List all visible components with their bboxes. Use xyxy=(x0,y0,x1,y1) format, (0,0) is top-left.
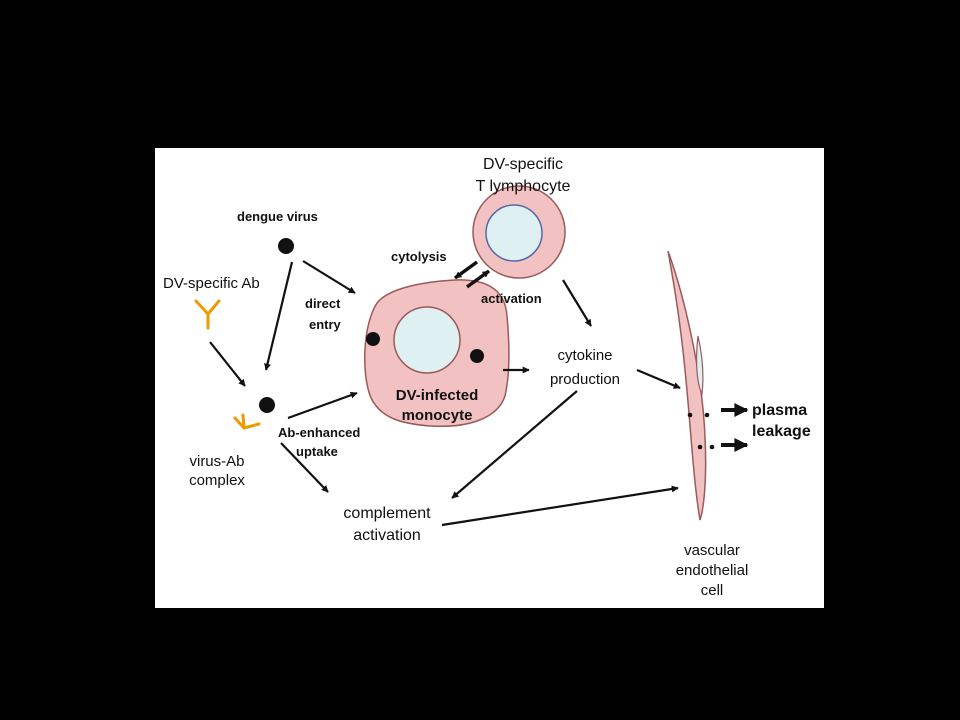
plasma-leakage-label-line1: plasma xyxy=(752,402,807,419)
ab-enhanced-uptake-label-line2: uptake xyxy=(296,444,338,459)
endothelial-nucleus xyxy=(696,335,704,397)
monocyte-label-line2: monocyte xyxy=(402,407,473,424)
antibody-complex-icon xyxy=(233,413,261,430)
arrow-tcell-to-cytokine xyxy=(562,279,592,327)
complement-activation-label-line1: complement xyxy=(343,505,431,522)
gap-dot xyxy=(697,444,703,450)
endothelial-label-line2: endothelial xyxy=(676,562,749,579)
endothelial-label-line3: cell xyxy=(701,582,724,599)
arrow-complex-to-complement xyxy=(280,442,329,493)
direct-entry-label-line2: entry xyxy=(309,317,342,332)
virus-ab-complex-label-line2: complex xyxy=(189,472,245,489)
arrow-cytolysis xyxy=(453,260,479,280)
t-lymphocyte xyxy=(472,185,566,279)
gap-dot xyxy=(687,412,693,418)
t-cell-title-line1: DV-specific xyxy=(483,156,563,173)
endothelial-label-line1: vascular xyxy=(684,542,740,559)
diagram-panel: DV-specific T lymphocyte DV-infected mon… xyxy=(155,148,824,608)
complement-activation-label-line2: activation xyxy=(353,527,421,544)
virus-ab-complex-label-line1: virus-Ab xyxy=(189,453,244,470)
dengue-virus-particle xyxy=(278,238,294,254)
arrow-activation xyxy=(465,269,491,289)
dengue-pathogenesis-diagram: DV-specific T lymphocyte DV-infected mon… xyxy=(163,156,811,599)
plasma-leakage-label-line2: leakage xyxy=(752,423,811,440)
antibody-icon xyxy=(194,299,221,330)
cytokine-label-line1: cytokine xyxy=(557,347,612,364)
arrow-ab-to-complex xyxy=(209,341,246,387)
ab-enhanced-uptake-label-line1: Ab-enhanced xyxy=(278,425,360,440)
dengue-virus-label: dengue virus xyxy=(237,209,318,224)
dv-specific-ab-label: DV-specific Ab xyxy=(163,275,260,292)
arrow-cytokine-to-endothelium xyxy=(636,368,681,390)
endothelial-cell-body xyxy=(667,250,707,521)
arrow-cytokine-to-complement xyxy=(451,390,578,499)
virus-particle xyxy=(366,332,380,346)
arrow-virus-to-complex xyxy=(264,261,294,371)
dv-infected-monocyte xyxy=(364,279,510,428)
virus-particle xyxy=(470,349,484,363)
t-cell-title-line2: T lymphocyte xyxy=(476,178,571,195)
monocyte-label-line1: DV-infected xyxy=(396,387,479,404)
t-lymphocyte-nucleus xyxy=(485,204,543,262)
activation-label: activation xyxy=(481,291,542,306)
virus-ab-complex-particle xyxy=(259,397,275,413)
arrow-complement-to-endothelium xyxy=(441,485,679,527)
vascular-endothelial-cell xyxy=(667,250,715,521)
gap-dot xyxy=(704,412,710,418)
direct-entry-label-line1: direct xyxy=(305,296,341,311)
cytolysis-label: cytolysis xyxy=(391,249,447,264)
gap-dot xyxy=(709,444,715,450)
arrow-direct-entry xyxy=(302,260,356,294)
monocyte-nucleus xyxy=(393,306,461,374)
cytokine-label-line2: production xyxy=(550,371,620,388)
arrow-ab-enhanced-uptake xyxy=(287,391,358,420)
